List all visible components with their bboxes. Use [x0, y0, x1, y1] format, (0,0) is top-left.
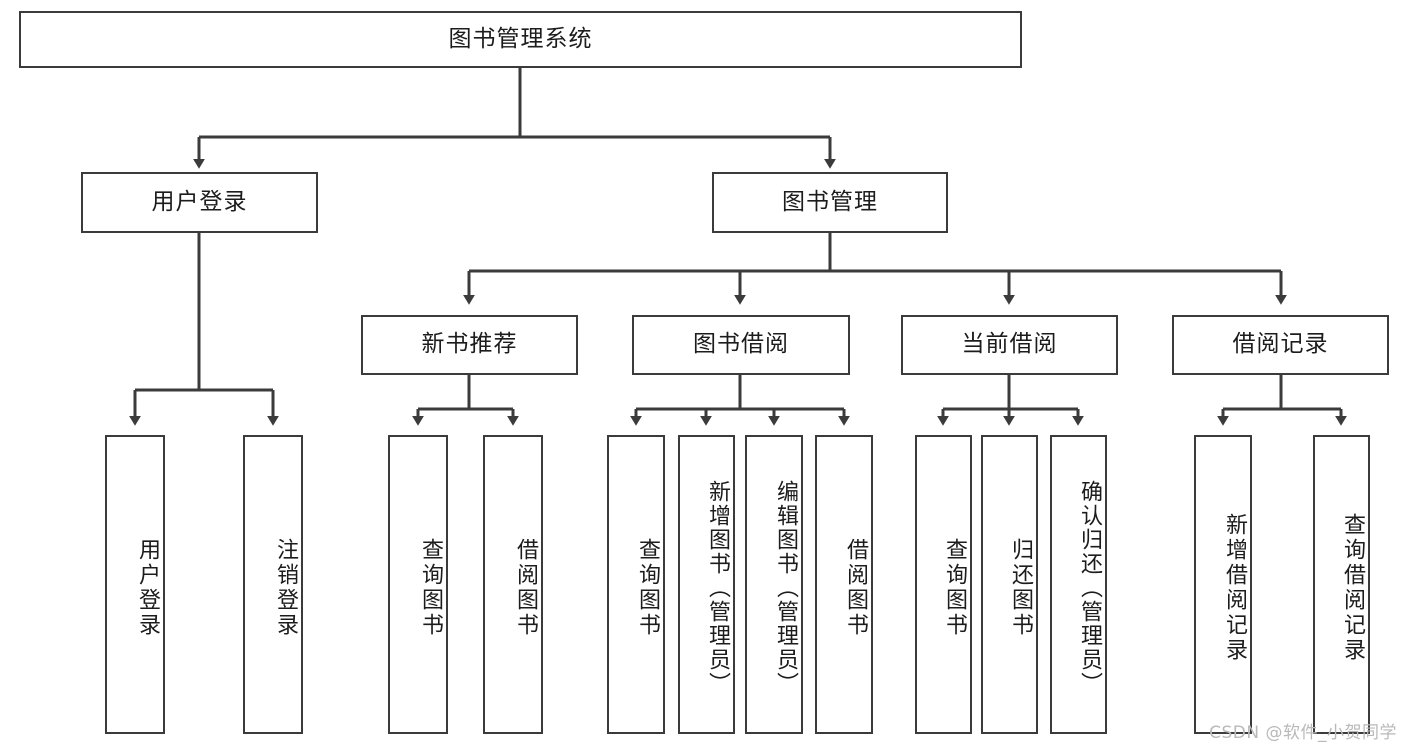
csdn-watermark: CSDN @软件_小贺同学: [1209, 723, 1397, 743]
node-new-book-recommend[interactable]: 新书推荐: [361, 315, 578, 375]
node-leaf-query-book-recommend-label: 查询图书: [418, 537, 443, 638]
node-leaf-confirm-return-admin-label: 确认归还（管理员）: [1077, 479, 1102, 696]
node-leaf-query-book-borrow-label: 查询图书: [635, 537, 660, 638]
node-book-borrow-label: 图书借阅: [693, 331, 789, 358]
node-root[interactable]: 图书管理系统: [19, 11, 1022, 68]
node-leaf-edit-book-admin[interactable]: 编辑图书（管理员）: [745, 435, 803, 734]
edges-currentborrow-to-leaves: [937, 375, 1084, 426]
node-leaf-confirm-return-admin[interactable]: 确认归还（管理员）: [1050, 435, 1107, 734]
node-book-management[interactable]: 图书管理: [712, 172, 948, 233]
edges-bookmgmt-to-level2: [463, 233, 1287, 305]
node-leaf-add-book-admin-label: 新增图书（管理员）: [705, 479, 730, 696]
node-borrow-record-label: 借阅记录: [1232, 331, 1329, 358]
edges-newbook-to-leaves: [412, 375, 519, 426]
node-borrow-record[interactable]: 借阅记录: [1172, 315, 1389, 375]
node-leaf-add-borrow-record-label: 新增借阅记录: [1222, 512, 1247, 663]
node-leaf-user-login-label: 用户登录: [135, 537, 160, 638]
node-book-borrow[interactable]: 图书借阅: [632, 315, 850, 375]
node-book-management-label: 图书管理: [782, 188, 878, 215]
node-leaf-logout-login[interactable]: 注销登录: [243, 435, 303, 734]
node-current-borrow[interactable]: 当前借阅: [901, 315, 1118, 375]
edges-bookborrow-to-leaves: [630, 375, 850, 426]
node-leaf-edit-book-admin-label: 编辑图书（管理员）: [773, 479, 798, 696]
edges-userlogin-to-leaves: [129, 233, 279, 426]
node-new-book-recommend-label: 新书推荐: [421, 331, 518, 358]
node-leaf-logout-login-label: 注销登录: [273, 537, 298, 638]
node-leaf-query-book-current-label: 查询图书: [942, 537, 967, 638]
node-user-login[interactable]: 用户登录: [81, 172, 318, 233]
node-leaf-borrow-book-recommend[interactable]: 借阅图书: [483, 435, 543, 734]
node-leaf-query-borrow-record-label: 查询借阅记录: [1340, 512, 1365, 663]
node-leaf-query-book-current[interactable]: 查询图书: [915, 435, 972, 734]
node-leaf-add-book-admin[interactable]: 新增图书（管理员）: [678, 435, 735, 734]
node-leaf-user-login[interactable]: 用户登录: [105, 435, 165, 734]
edges-root-to-level1: [193, 68, 836, 169]
node-root-label: 图书管理系统: [448, 25, 593, 52]
node-leaf-query-borrow-record[interactable]: 查询借阅记录: [1313, 435, 1370, 734]
node-leaf-borrow-book[interactable]: 借阅图书: [815, 435, 873, 734]
node-leaf-query-book-borrow[interactable]: 查询图书: [607, 435, 665, 734]
node-user-login-label: 用户登录: [151, 188, 248, 215]
node-leaf-query-book-recommend[interactable]: 查询图书: [388, 435, 448, 734]
edges-borrowrecord-to-leaves: [1217, 375, 1347, 426]
node-leaf-borrow-book-recommend-label: 借阅图书: [513, 537, 538, 638]
node-leaf-return-book-label: 归还图书: [1008, 537, 1033, 638]
node-leaf-borrow-book-label: 借阅图书: [843, 537, 868, 638]
node-current-borrow-label: 当前借阅: [961, 331, 1058, 358]
node-leaf-return-book[interactable]: 归还图书: [981, 435, 1038, 734]
node-leaf-add-borrow-record[interactable]: 新增借阅记录: [1194, 435, 1252, 734]
